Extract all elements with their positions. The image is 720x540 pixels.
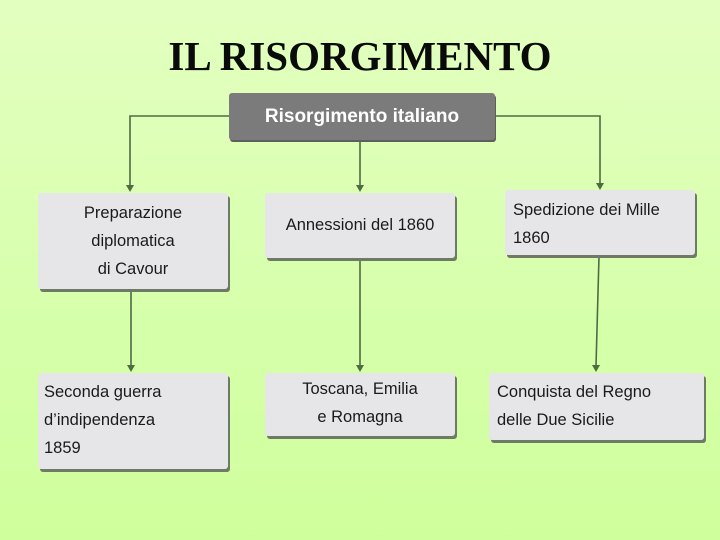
connector-root-to-c [495,115,601,184]
arrowhead-icon [127,365,135,372]
node-spedizione-dei-mille: Spedizione dei Mille 1860 [505,190,695,255]
node-preparazione-diplomatica: Preparazione diplomatica di Cavour [38,193,228,289]
connector-root-to-a [129,115,229,186]
node-seconda-guerra: Seconda guerra d’indipendenza 1859 [38,373,228,469]
root-node: Risorgimento italiano [229,93,495,140]
node-text-line: Preparazione [83,204,183,222]
node-text-line: 1859 [44,439,81,457]
node-text-line: e Romagna [317,408,403,426]
node-text-line: di Cavour [97,260,169,278]
node-toscana-emilia-romagna: Toscana, Emilia e Romagna [265,373,455,436]
root-node-label: Risorgimento italiano [264,105,460,127]
arrowhead-icon [126,185,134,192]
node-text-line: d’indipendenza [44,411,156,429]
node-annessioni-1860: Annessioni del 1860 [265,193,455,258]
arrowhead-icon [356,185,364,192]
node-text-line: Annessioni del 1860 [285,216,435,234]
node-text-line: Seconda guerra [44,383,162,401]
node-text-line: diplomatica [91,232,175,250]
node-text-line: Toscana, Emilia [302,380,418,398]
arrowhead-icon [356,365,364,372]
arrowhead-icon [596,183,604,190]
node-text-line: Spedizione dei Mille [513,201,660,219]
node-conquista-due-sicilie: Conquista del Regno delle Due Sicilie [489,373,704,440]
connector-c-to-f [595,255,600,367]
page-title: IL RISORGIMENTO [168,33,552,79]
node-text-line: Conquista del Regno [497,383,652,401]
arrowhead-icon [592,365,600,372]
node-text-line: delle Due Sicilie [497,411,615,429]
node-text-line: 1860 [513,229,550,247]
